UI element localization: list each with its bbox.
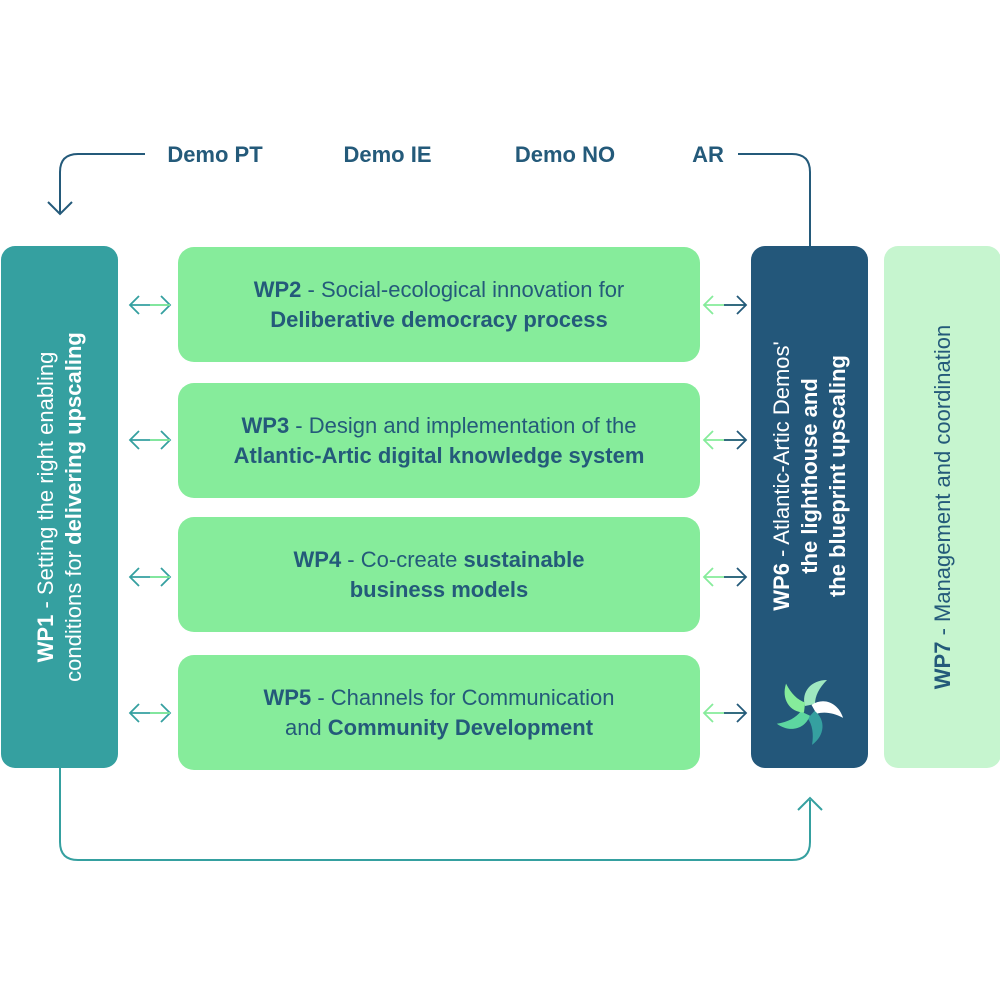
bottom-loop-arrowhead <box>797 796 823 811</box>
wp7-box: WP7 - Management and coordination <box>884 246 1000 768</box>
wp6-code: WP6 <box>768 562 794 611</box>
wp5-line2-bold: Community Development <box>327 714 594 740</box>
wp7-code: WP7 <box>929 641 955 690</box>
wp3-box: WP3 - Design and implementation of the A… <box>178 383 700 498</box>
wp7-text-body: - Management and coordination <box>929 324 955 642</box>
top-loop-arrowhead <box>47 201 73 216</box>
wp2-line-1: WP2 - Social-ecological innovation for <box>254 275 625 305</box>
demo-ie-label: Demo IE <box>343 142 432 167</box>
wp5-line-2: and Community Development <box>285 713 593 743</box>
demo-ar-label: AR <box>692 142 724 167</box>
right-arrow-icon <box>702 295 748 315</box>
demo-no-label: Demo NO <box>514 142 616 167</box>
wp1-text-b-bold: delivering upscaling <box>60 332 86 545</box>
double-arrow-icon <box>128 430 172 450</box>
wp3-line-2: Atlantic-Artic digital knowledge system <box>233 442 645 468</box>
wp1-line-1: WP1 - Setting the right enabling <box>32 267 60 747</box>
wp4-line-1: WP4 - Co-create sustainable <box>294 545 585 575</box>
wp5-line2-text: and <box>284 714 328 740</box>
wp1-text-a: - Setting the right enabling <box>32 351 58 615</box>
wp6-line-1: WP6 - Atlantic-Artic Demos' <box>768 266 796 686</box>
demo-pt-label: Demo PT <box>167 142 263 167</box>
wp4-line1-bold: sustainable <box>463 546 585 572</box>
wp3-line1-text: - Design and implementation of the <box>289 412 637 438</box>
top-loop-connector-left <box>59 153 145 213</box>
wp7-text: WP7 - Management and coordination <box>929 267 957 747</box>
wp1-line-2: conditions for delivering upscaling <box>60 267 88 747</box>
wp5-code: WP5 <box>263 684 312 710</box>
wp5-box: WP5 - Channels for Communication and Com… <box>178 655 700 770</box>
wp1-box: WP1 - Setting the right enabling conditi… <box>1 246 118 768</box>
double-arrow-icon <box>128 703 172 723</box>
bottom-loop-connector <box>59 768 811 861</box>
double-arrow-icon <box>128 567 172 587</box>
wp5-line-1: WP5 - Channels for Communication <box>264 683 615 713</box>
top-loop-connector <box>738 153 811 246</box>
wp6-box: WP6 - Atlantic-Artic Demos' the lighthou… <box>751 246 868 768</box>
wp1-text-b: conditions for <box>60 544 86 682</box>
right-arrow-icon <box>702 703 748 723</box>
right-arrow-icon <box>702 430 748 450</box>
wp4-line1-text: - Co-create <box>341 546 464 572</box>
wp6-line-3: the blueprint upscaling <box>824 266 852 686</box>
wp4-box: WP4 - Co-create sustainable business mod… <box>178 517 700 632</box>
wp2-line1-text: - Social-ecological innovation for <box>301 276 625 302</box>
pinwheel-logo-icon <box>776 680 844 745</box>
wp6-line3-bold: the blueprint upscaling <box>824 354 850 597</box>
wp3-line-1: WP3 - Design and implementation of the <box>242 411 637 441</box>
wp4-code: WP4 <box>293 546 342 572</box>
wp7-line-1: WP7 - Management and coordination <box>929 267 957 747</box>
wp1-code: WP1 <box>32 614 58 663</box>
wp6-line2-bold: the lighthouse and <box>796 377 822 574</box>
wp6-line-2: the lighthouse and <box>796 266 824 686</box>
wp4-line-2: business models <box>349 576 529 602</box>
wp6-text: WP6 - Atlantic-Artic Demos' the lighthou… <box>768 266 852 686</box>
wp2-box: WP2 - Social-ecological innovation for D… <box>178 247 700 362</box>
wp2-line-2: Deliberative democracy process <box>270 306 608 332</box>
wp5-line1-text: - Channels for Communication <box>311 684 615 710</box>
wp1-text: WP1 - Setting the right enabling conditi… <box>32 267 88 747</box>
double-arrow-icon <box>128 295 172 315</box>
wp3-code: WP3 <box>241 412 290 438</box>
wp2-code: WP2 <box>253 276 302 302</box>
right-arrow-icon <box>702 567 748 587</box>
wp6-line1-text: - Atlantic-Artic Demos' <box>768 340 794 563</box>
